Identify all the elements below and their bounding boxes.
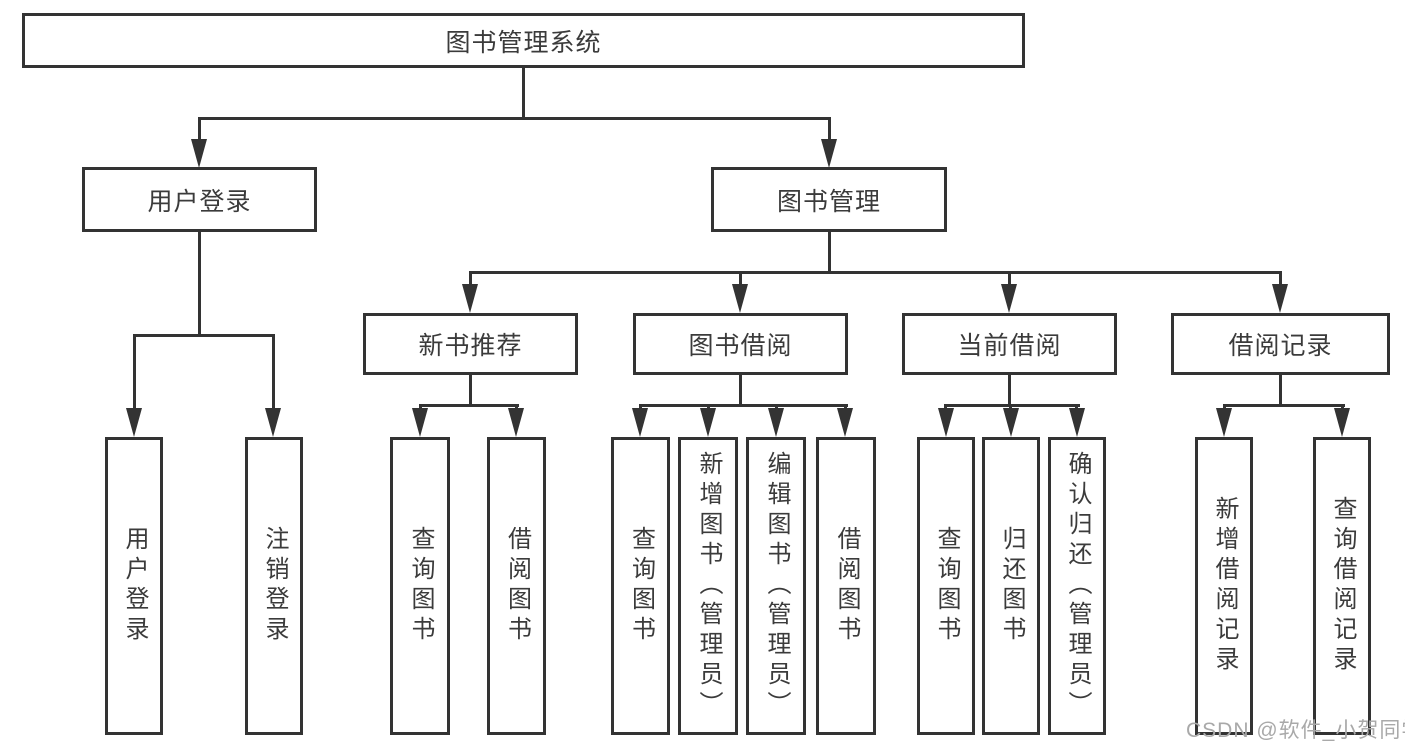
- node-label: 图书管理: [776, 187, 881, 216]
- node-label: 新书推荐: [418, 332, 523, 360]
- node-label: 确认归还（管理员）: [1064, 451, 1091, 721]
- connector-line: [419, 404, 519, 407]
- connector-line: [1279, 271, 1282, 291]
- arrow-down-icon: [700, 408, 716, 437]
- node-current-borrowing: 当前借阅: [902, 313, 1117, 375]
- connector-line: [1008, 271, 1011, 291]
- connector-line: [639, 404, 848, 407]
- arrow-down-icon: [938, 408, 954, 437]
- leaf-query-books-current: 查询图书: [917, 437, 975, 735]
- connector-line: [469, 271, 472, 291]
- node-label: 新增图书（管理员）: [695, 451, 722, 721]
- connector-line: [133, 334, 136, 412]
- node-label: 图书借阅: [688, 332, 793, 360]
- arrow-down-icon: [265, 408, 281, 437]
- leaf-edit-book-admin: 编辑图书（管理员）: [746, 437, 806, 735]
- arrow-down-icon: [768, 408, 784, 437]
- leaf-borrow-books-borrowing: 借阅图书: [816, 437, 876, 735]
- arrow-down-icon: [1003, 408, 1019, 437]
- arrow-down-icon: [821, 139, 837, 168]
- arrow-down-icon: [1001, 284, 1017, 313]
- node-label: 借阅图书: [503, 526, 531, 646]
- node-label: 当前借阅: [957, 332, 1062, 360]
- connector-line: [198, 117, 201, 147]
- node-label: 归还图书: [998, 526, 1025, 646]
- connector-line: [469, 375, 472, 407]
- connector-line: [522, 68, 525, 119]
- leaf-return-book: 归还图书: [982, 437, 1040, 735]
- node-label: 用户登录: [147, 187, 252, 216]
- node-book-management: 图书管理: [711, 167, 947, 232]
- node-new-book-recommend: 新书推荐: [363, 313, 578, 375]
- node-label: 借阅记录: [1228, 332, 1333, 360]
- node-user-login: 用户登录: [82, 167, 317, 232]
- arrow-down-icon: [191, 139, 207, 168]
- leaf-query-books-borrowing: 查询图书: [611, 437, 670, 735]
- arrow-down-icon: [1069, 408, 1085, 437]
- connector-line: [272, 334, 275, 412]
- arrow-down-icon: [1216, 408, 1232, 437]
- node-library-management-system: 图书管理系统: [22, 13, 1025, 68]
- leaf-logout: 注销登录: [245, 437, 303, 735]
- connector-line: [1008, 375, 1011, 407]
- arrow-down-icon: [508, 408, 524, 437]
- node-label: 用户登录: [121, 526, 148, 646]
- leaf-query-books-recommend: 查询图书: [390, 437, 450, 735]
- node-label: 查询图书: [933, 526, 960, 646]
- leaf-user-login: 用户登录: [105, 437, 163, 735]
- node-label: 图书管理系统: [445, 28, 602, 57]
- csdn-watermark: CSDN @软件_小贺同学: [1186, 719, 1405, 742]
- connector-line: [739, 271, 742, 291]
- arrow-down-icon: [126, 408, 142, 437]
- connector-line: [469, 271, 1282, 274]
- node-borrowing-records: 借阅记录: [1171, 313, 1390, 375]
- connector-line: [1223, 404, 1345, 407]
- connector-line: [1279, 375, 1282, 407]
- node-label: 新增借阅记录: [1211, 496, 1238, 676]
- leaf-borrow-books-recommend: 借阅图书: [487, 437, 546, 735]
- node-label: 编辑图书（管理员）: [763, 451, 790, 721]
- leaf-add-borrow-record: 新增借阅记录: [1195, 437, 1253, 735]
- arrow-down-icon: [732, 284, 748, 313]
- node-label: 查询图书: [407, 526, 434, 646]
- connector-line: [828, 117, 831, 147]
- connector-line: [739, 375, 742, 407]
- node-book-borrowing: 图书借阅: [633, 313, 848, 375]
- node-label: 注销登录: [261, 526, 288, 646]
- connector-line: [133, 334, 275, 337]
- connector-line: [828, 232, 831, 274]
- arrow-down-icon: [1334, 408, 1350, 437]
- leaf-add-book-admin: 新增图书（管理员）: [678, 437, 738, 735]
- arrow-down-icon: [632, 408, 648, 437]
- arrow-down-icon: [1272, 284, 1288, 313]
- arrow-down-icon: [412, 408, 428, 437]
- leaf-confirm-return-admin: 确认归还（管理员）: [1048, 437, 1106, 735]
- connector-line: [198, 117, 831, 120]
- node-label: 借阅图书: [833, 526, 860, 646]
- connector-line: [944, 404, 1080, 407]
- connector-line: [198, 232, 201, 337]
- arrow-down-icon: [837, 408, 853, 437]
- node-label: 查询图书: [627, 526, 655, 646]
- arrow-down-icon: [462, 284, 478, 313]
- node-label: 查询借阅记录: [1329, 496, 1356, 676]
- leaf-query-borrow-record: 查询借阅记录: [1313, 437, 1371, 735]
